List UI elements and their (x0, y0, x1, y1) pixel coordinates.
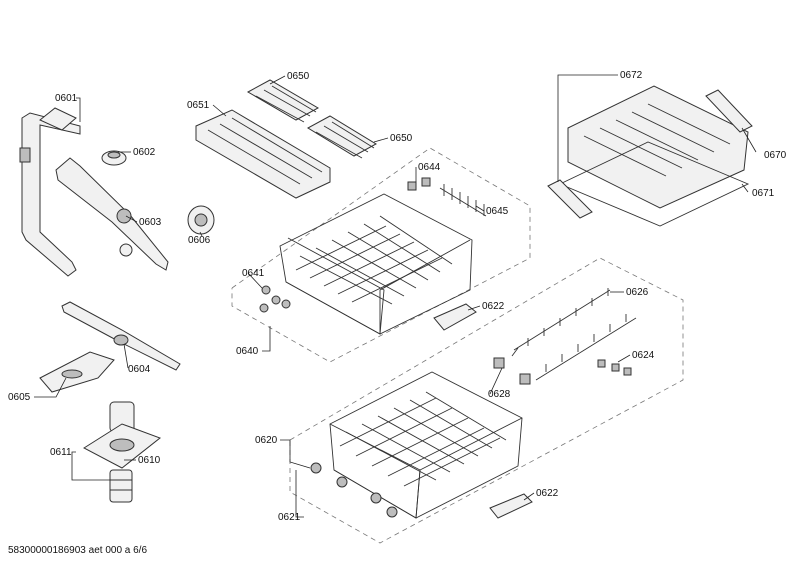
label-0624: 0624 (632, 350, 655, 361)
upper-tine-rack (439, 184, 487, 217)
label-0610: 0610 (138, 455, 161, 466)
label-0622-upper: 0622 (482, 301, 505, 312)
cutlery-rack-upper (246, 79, 320, 123)
spray-arm-nut (101, 150, 127, 166)
label-0645: 0645 (486, 206, 509, 217)
label-0622-lower: 0622 (536, 488, 559, 499)
third-rack-tray (567, 85, 749, 209)
lower-basket-group-outline (289, 257, 684, 544)
label-0650-bottom: 0650 (390, 133, 413, 144)
lower-handle (489, 493, 533, 519)
spray-arm-supply-pipe (19, 107, 81, 277)
label-0672: 0672 (620, 70, 643, 81)
lower-clips (597, 359, 632, 376)
lower-tine-rows (511, 288, 637, 381)
upper-spray-arm (55, 157, 169, 271)
upper-clips (407, 177, 431, 191)
label-0644: 0644 (418, 162, 441, 173)
upper-basket (279, 193, 473, 335)
label-0621: 0621 (278, 512, 301, 523)
telescopic-rail (547, 141, 750, 227)
label-0602: 0602 (133, 147, 156, 158)
cutlery-rack-lower (306, 115, 378, 159)
strainer-disc (187, 205, 215, 235)
cutlery-tray (195, 109, 331, 199)
label-0640: 0640 (236, 346, 259, 357)
filter-plate (39, 351, 115, 393)
label-0626: 0626 (626, 287, 649, 298)
label-0605: 0605 (8, 392, 31, 403)
label-0606: 0606 (188, 235, 211, 246)
upper-basket-group-outline (231, 147, 531, 363)
leader-lines (34, 74, 757, 518)
label-0611: 0611 (50, 447, 72, 458)
label-0671: 0671 (752, 188, 775, 199)
lower-basket-wheels (310, 462, 398, 518)
document-reference: 58300000186903 aet 000 a 6/6 (8, 545, 147, 556)
label-0603: 0603 (139, 217, 162, 228)
label-0628: 0628 (488, 389, 511, 400)
label-0601: 0601 (55, 93, 78, 104)
rail-end-cap (705, 89, 753, 133)
upper-basket-rollers (259, 285, 291, 313)
fine-filter-assembly (83, 401, 162, 503)
label-0604: 0604 (128, 364, 151, 375)
lower-spray-arm (61, 301, 181, 371)
label-0650-top: 0650 (287, 71, 310, 82)
label-0620: 0620 (255, 435, 278, 446)
label-0670: 0670 (764, 150, 787, 161)
upper-handle (433, 303, 477, 331)
tine-holders (493, 357, 531, 385)
label-0651: 0651 (187, 100, 210, 111)
label-0641: 0641 (242, 268, 265, 279)
